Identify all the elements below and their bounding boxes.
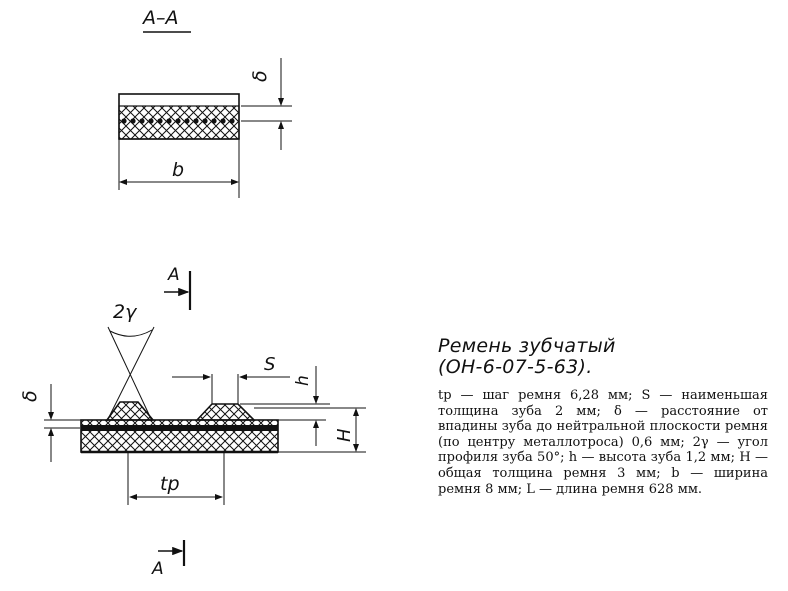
s-label: S — [264, 354, 275, 375]
metal-cord-line — [81, 425, 278, 431]
caption-body: tр — шаг ремня 6,28 мм; S — наименьшая т… — [438, 388, 768, 497]
cut-arrow-bottom: А — [151, 540, 186, 579]
tooth-1 — [105, 401, 155, 421]
svg-text:А: А — [151, 559, 164, 579]
caption-title-line2: (ОН-6-07-5-63). — [438, 356, 593, 378]
section-label: А–А — [141, 7, 179, 29]
longitudinal-profile: 2γ S h H δ tp — [19, 301, 366, 505]
tp-label: tp — [160, 473, 180, 495]
H-label: H — [334, 428, 355, 442]
cross-section-view: δ b — [118, 58, 292, 198]
caption-block: Ремень зубчатый (ОН-6-07-5-63). tр — шаг… — [438, 336, 768, 497]
angle-label: 2γ — [113, 301, 138, 323]
caption-title-line1: Ремень зубчатый — [438, 335, 616, 357]
metal-cord-row — [121, 118, 235, 124]
delta-side-label: δ — [19, 390, 41, 402]
belt-body — [80, 419, 279, 453]
b-label: b — [172, 159, 184, 181]
cut-arrow-top: А — [164, 265, 192, 310]
h-label: h — [293, 375, 313, 386]
tooth-2 — [195, 403, 256, 421]
delta-top-label: δ — [249, 70, 271, 82]
svg-text:А: А — [167, 265, 180, 285]
